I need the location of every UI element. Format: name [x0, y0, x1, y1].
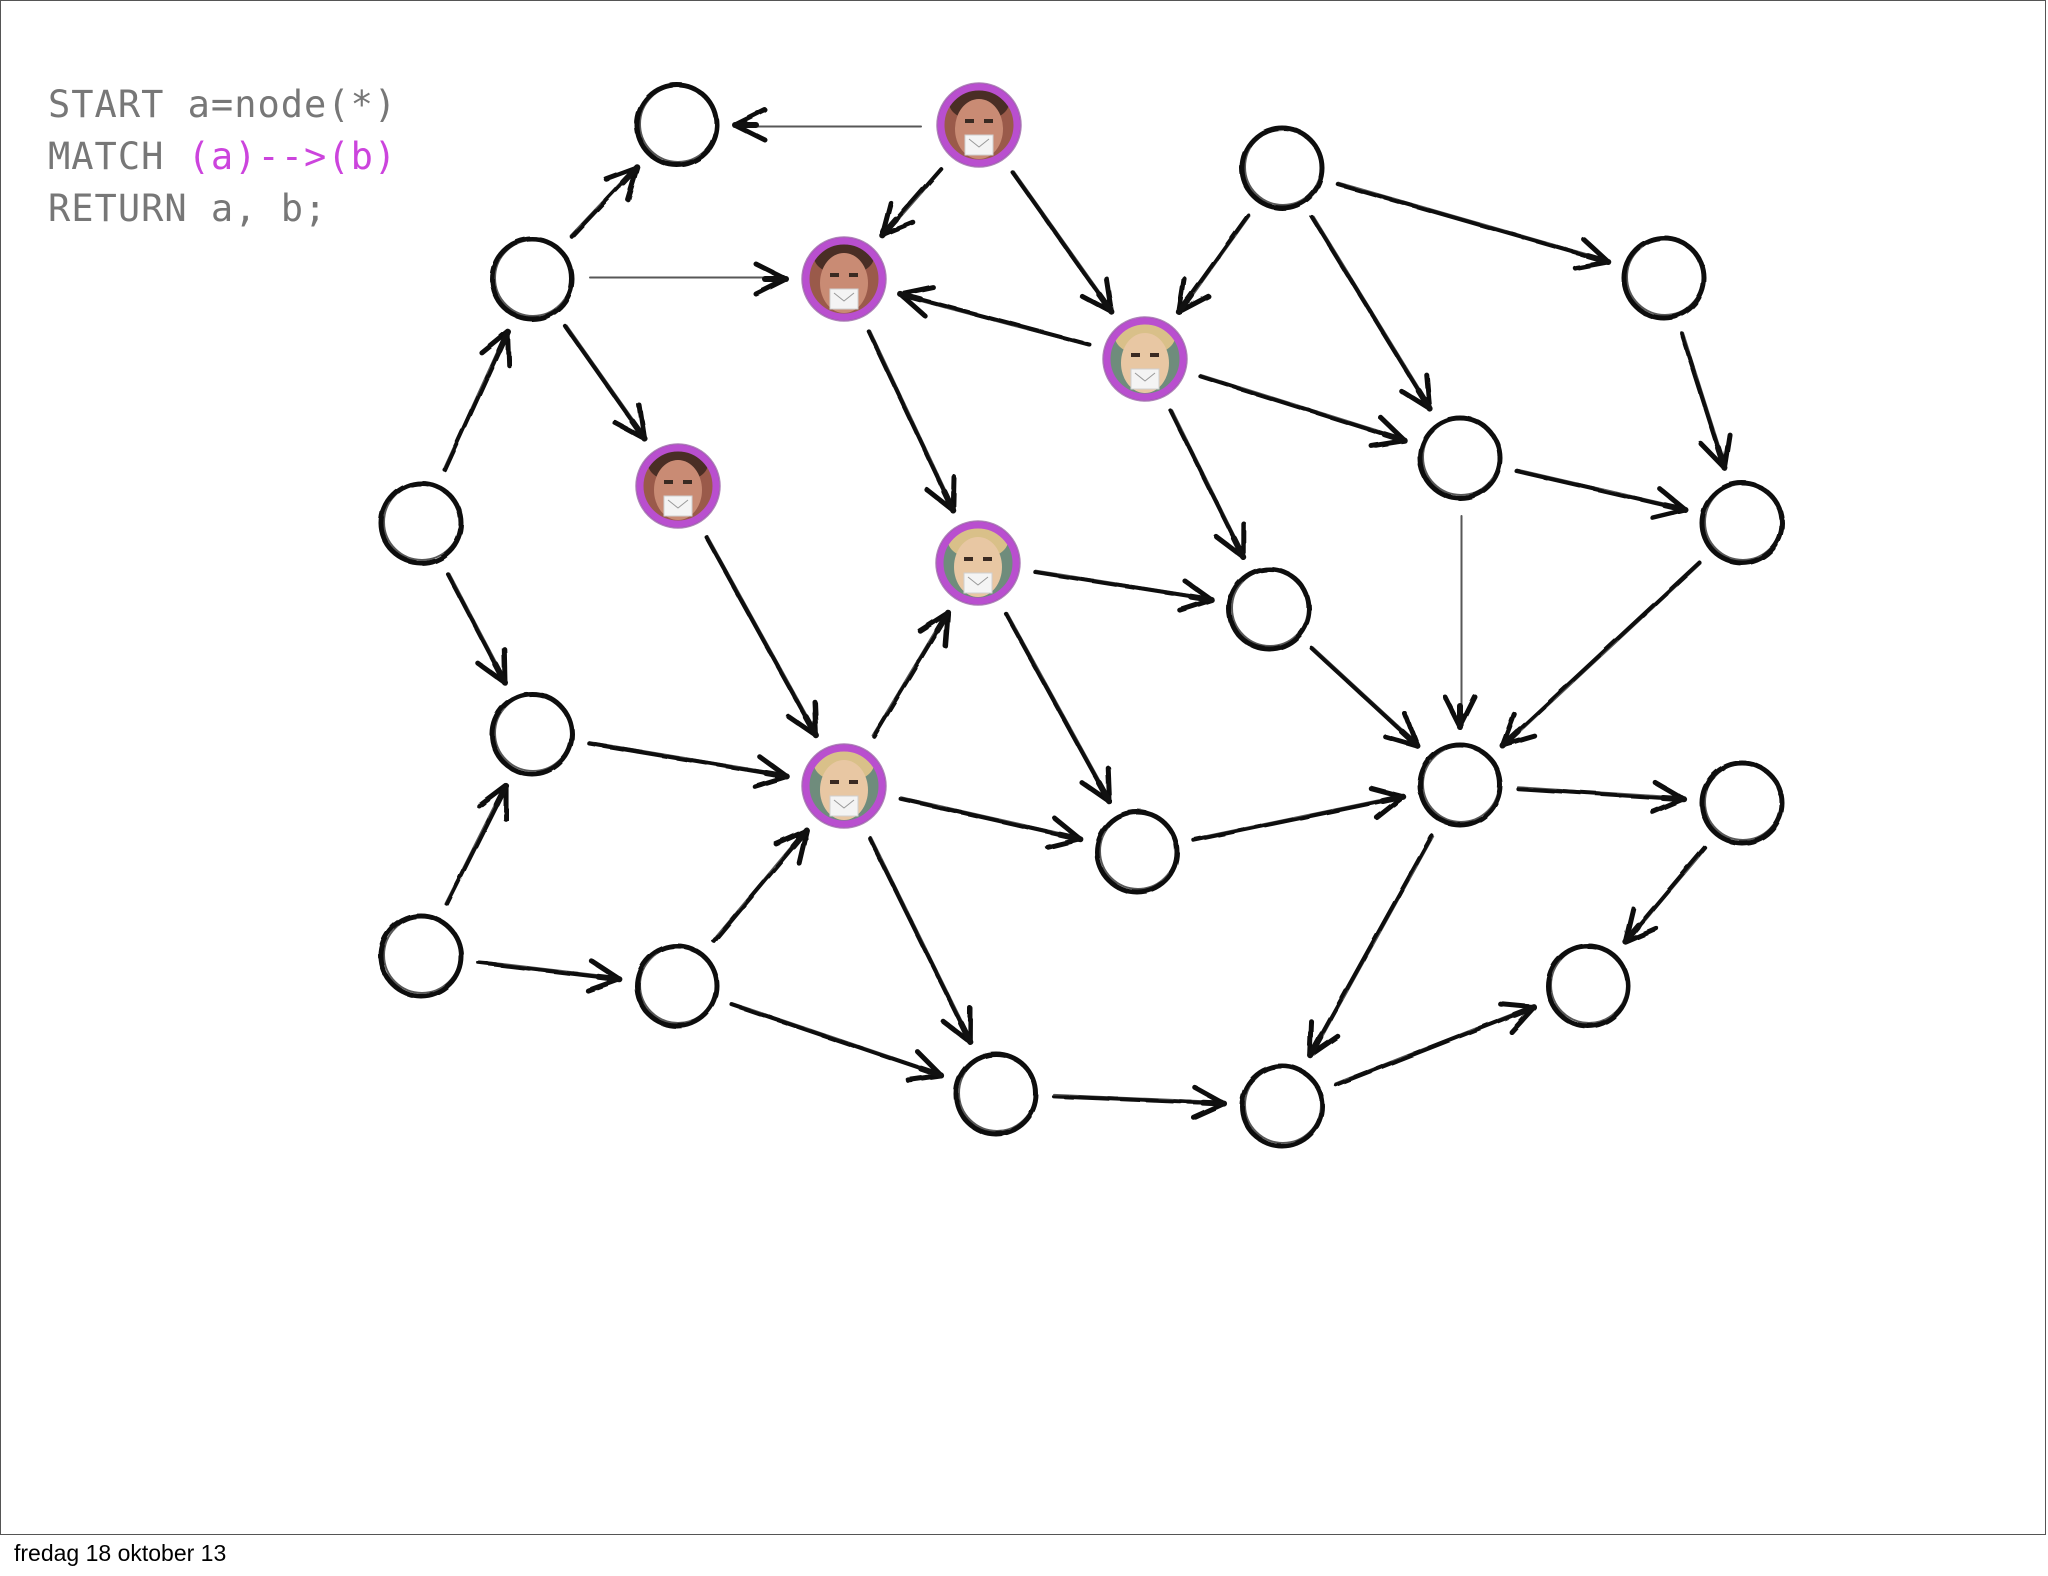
edge-n2-n1 [732, 107, 923, 143]
edge-n5-n11 [866, 329, 957, 514]
node-n13[interactable] [1226, 566, 1312, 652]
face-avatar-icon [808, 750, 880, 822]
face-avatar-icon [808, 243, 880, 315]
edge-n3-n7 [1335, 181, 1612, 271]
edge-n20-n15 [712, 827, 810, 944]
edge-n11-n17 [1003, 611, 1113, 805]
node-n7[interactable] [1621, 235, 1707, 321]
edge-n6-n13 [1168, 408, 1247, 561]
node-n4[interactable] [489, 236, 575, 322]
edge-n2-n6 [1010, 170, 1115, 315]
query-line-return: RETURN a, b; [48, 187, 328, 230]
node-n15[interactable] [801, 743, 887, 829]
node-n6[interactable] [1102, 316, 1188, 402]
edge-n7-n12 [1679, 331, 1733, 471]
node-n9[interactable] [1417, 415, 1503, 501]
match-keyword: MATCH [48, 135, 188, 178]
edge-n18-n21 [1622, 845, 1707, 945]
node-n17[interactable] [1094, 809, 1180, 895]
node-n19[interactable] [378, 913, 464, 999]
edge-n8-n15 [704, 534, 819, 739]
edge-n9-n16 [1442, 514, 1478, 730]
node-n23[interactable] [1239, 1063, 1325, 1149]
node-n16[interactable] [1417, 742, 1503, 828]
edge-n11-n13 [1033, 569, 1215, 613]
edge-n10-n4 [442, 328, 512, 473]
graph-diagram [378, 82, 1785, 1149]
match-pattern: (a)-->(b) [187, 135, 398, 178]
edge-n4-n5 [588, 261, 789, 297]
edge-n15-n11 [871, 609, 952, 739]
face-avatar-icon [943, 89, 1015, 161]
edge-n23-n21 [1333, 1001, 1538, 1087]
edge-n2-n5 [879, 166, 943, 239]
face-avatar-icon [942, 527, 1014, 599]
node-n20[interactable] [634, 943, 720, 1029]
edge-n17-n16 [1191, 785, 1407, 843]
node-n1[interactable] [634, 82, 720, 168]
cypher-query: START a=node(*)MATCH (a)-->(b)RETURN a, … [48, 79, 397, 235]
edge-n4-n8 [563, 324, 648, 442]
edge-n4-n1 [569, 164, 641, 239]
node-n3[interactable] [1239, 125, 1325, 211]
face-avatar-icon [1109, 323, 1181, 395]
edge-n6-n5 [897, 284, 1091, 347]
node-n11[interactable] [935, 520, 1021, 606]
edge-n16-n23 [1307, 833, 1435, 1059]
slide: START a=node(*)MATCH (a)-->(b)RETURN a, … [0, 0, 2046, 1535]
nodes-layer [378, 82, 1785, 1149]
node-n22[interactable] [953, 1051, 1039, 1137]
edge-n6-n9 [1198, 373, 1408, 449]
edge-n20-n22 [729, 1002, 945, 1083]
query-line-match: MATCH (a)-->(b) [48, 131, 397, 183]
node-n12[interactable] [1699, 480, 1785, 566]
edge-n10-n14 [446, 572, 508, 686]
node-n10[interactable] [378, 480, 464, 566]
edge-n3-n9 [1310, 215, 1433, 412]
edge-n19-n14 [444, 782, 510, 907]
edge-n13-n16 [1309, 646, 1421, 749]
node-n2[interactable] [936, 82, 1022, 168]
edge-n16-n18 [1515, 779, 1688, 815]
edge-n19-n20 [476, 958, 623, 994]
node-n5[interactable] [801, 236, 887, 322]
edge-n14-n15 [587, 741, 790, 789]
node-n21[interactable] [1545, 943, 1631, 1029]
edge-n15-n22 [867, 836, 974, 1045]
edge-n12-n16 [1499, 560, 1702, 749]
node-n8[interactable] [635, 443, 721, 529]
node-n18[interactable] [1699, 760, 1785, 846]
edges-layer [442, 107, 1733, 1120]
face-avatar-icon [642, 450, 714, 522]
node-n14[interactable] [489, 691, 575, 777]
edge-n3-n6 [1175, 213, 1251, 315]
footer-date: fredag 18 oktober 13 [14, 1540, 227, 1566]
edge-n22-n23 [1051, 1084, 1228, 1120]
edge-n9-n12 [1514, 468, 1689, 521]
query-line-start: START a=node(*) [48, 83, 398, 126]
edge-n15-n17 [898, 796, 1084, 850]
